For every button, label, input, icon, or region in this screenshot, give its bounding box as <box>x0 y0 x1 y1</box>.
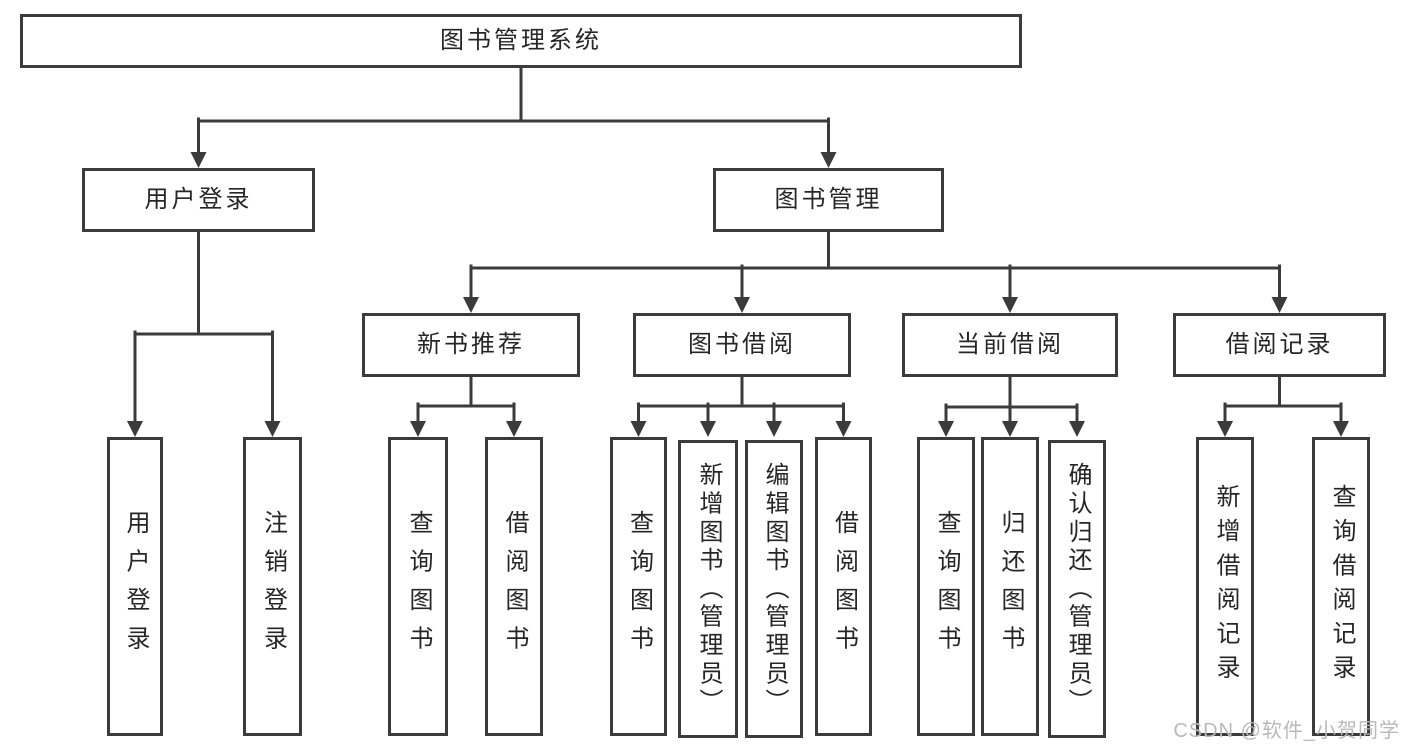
node-book-borrow: 图书借阅 <box>633 313 851 377</box>
node-label: 注销登录 <box>259 509 287 664</box>
csdn-watermark: CSDN @软件_小贺同学 <box>1173 720 1400 742</box>
node-label: 图书管理 <box>774 186 883 213</box>
connectors-current-borrow-children <box>938 375 1085 437</box>
node-leaf-query-books-2: 查询图书 <box>610 437 667 736</box>
node-label: 编辑图书（管理员） <box>761 461 788 717</box>
node-label: 当前借阅 <box>956 331 1064 358</box>
node-label: 图书借阅 <box>688 331 796 358</box>
connectors-user-login-children <box>127 230 281 437</box>
node-leaf-query-books-3: 查询图书 <box>917 437 975 736</box>
node-label: 借阅记录 <box>1225 331 1334 358</box>
connectors-borrow-records-children <box>1217 375 1349 437</box>
node-new-book-recommend: 新书推荐 <box>362 313 580 377</box>
node-current-borrow: 当前借阅 <box>902 313 1118 377</box>
node-label: 借阅图书 <box>830 509 858 664</box>
node-label: 新增借阅记录 <box>1212 484 1239 689</box>
node-borrow-records: 借阅记录 <box>1173 313 1386 377</box>
node-leaf-confirm-return-admin: 确认归还（管理员） <box>1048 440 1106 738</box>
node-label: 查询图书 <box>625 509 653 664</box>
node-leaf-borrow-books-2: 借阅图书 <box>815 437 872 736</box>
node-leaf-add-books-admin: 新增图书（管理员） <box>678 440 738 738</box>
node-label: 借阅图书 <box>501 509 528 664</box>
connectors-new-book-recommend-children <box>410 375 522 437</box>
connectors-book-borrow-children <box>630 375 852 437</box>
node-label: 图书管理系统 <box>440 27 602 54</box>
node-leaf-user-login: 用户登录 <box>107 437 163 736</box>
node-label: 确认归还（管理员） <box>1064 461 1091 717</box>
node-label: 查询图书 <box>405 509 432 664</box>
node-label: 用户登录 <box>122 509 149 664</box>
node-label: 查询图书 <box>933 509 960 664</box>
node-leaf-return-books: 归还图书 <box>981 437 1039 736</box>
node-book-management: 图书管理 <box>713 168 944 232</box>
node-label: 查询借阅记录 <box>1328 484 1355 689</box>
node-leaf-query-borrow-record: 查询借阅记录 <box>1312 437 1370 736</box>
node-label: 用户登录 <box>144 186 253 213</box>
node-label: 归还图书 <box>997 509 1024 664</box>
node-user-login: 用户登录 <box>82 168 315 232</box>
node-label: 新增图书（管理员） <box>695 461 722 717</box>
node-library-management-system: 图书管理系统 <box>20 14 1022 68</box>
node-leaf-add-borrow-record: 新增借阅记录 <box>1196 437 1254 736</box>
connectors-root-to-level2 <box>190 66 837 168</box>
node-label: 新书推荐 <box>417 331 525 358</box>
connectors-book-management-to-level3 <box>463 230 1288 313</box>
node-leaf-borrow-books-1: 借阅图书 <box>485 437 543 736</box>
node-leaf-edit-books-admin: 编辑图书（管理员） <box>745 440 803 738</box>
node-leaf-query-books-1: 查询图书 <box>388 437 448 736</box>
node-leaf-logout: 注销登录 <box>243 437 302 736</box>
